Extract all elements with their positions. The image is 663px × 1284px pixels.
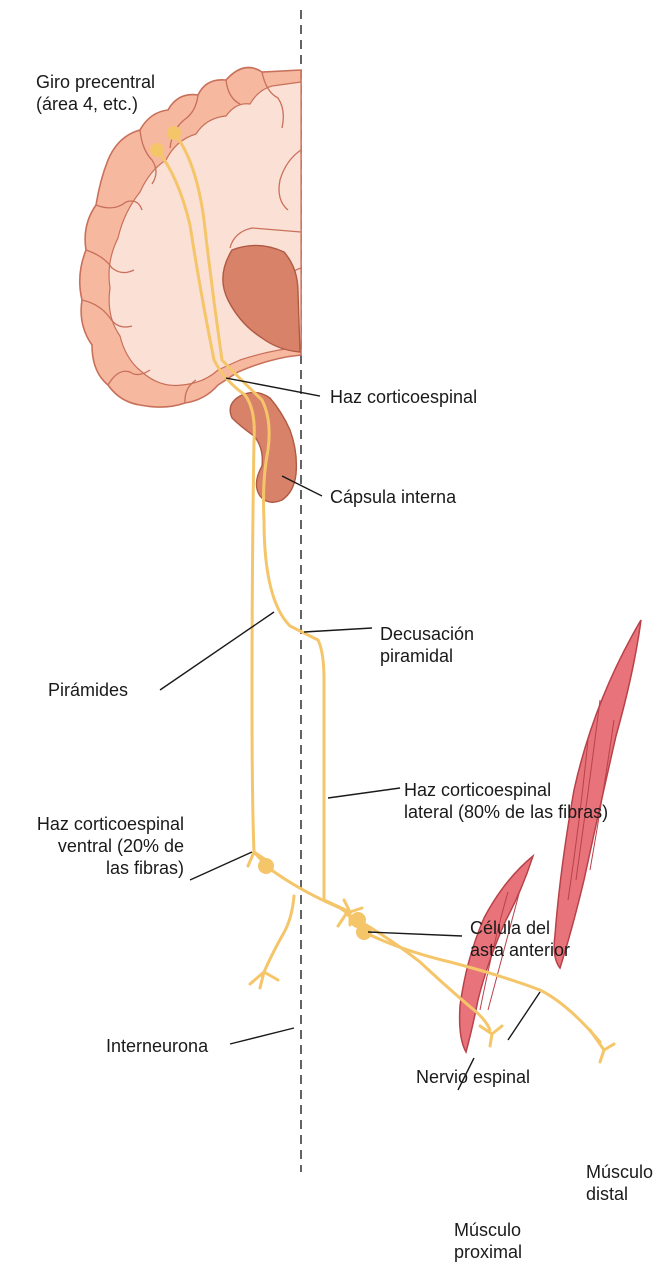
muscle-distal [554, 620, 641, 968]
leader-haz-ventral [190, 852, 252, 880]
label-piramides: Pirámides [48, 680, 128, 700]
cortical-neuron-soma [150, 143, 164, 157]
interneuron-soma [258, 858, 274, 874]
leader-haz-corticoespinal [226, 378, 320, 396]
leader-piramides [160, 612, 274, 690]
leader-interneurona [230, 1028, 294, 1044]
motor-neuron-soma [350, 912, 366, 928]
brain-hemisphere [80, 68, 301, 408]
label-interneurona: Interneurona [106, 1036, 209, 1056]
interneuron-axon [266, 866, 356, 922]
leader-decusacion [304, 628, 372, 632]
label-nervio-espinal: Nervio espinal [416, 1067, 530, 1087]
distal-endplate [590, 1030, 614, 1062]
label-haz-corticoespinal: Haz corticoespinal [330, 387, 477, 407]
leader-nervio-espinal-2 [508, 992, 540, 1040]
label-giro-precentral: Giro precentral(área 4, etc.) [36, 72, 155, 114]
label-capsula-interna: Cápsula interna [330, 487, 457, 507]
leader-haz-lateral [328, 788, 400, 798]
cortical-neuron-soma [167, 126, 181, 140]
interneuron-branch [250, 896, 294, 988]
